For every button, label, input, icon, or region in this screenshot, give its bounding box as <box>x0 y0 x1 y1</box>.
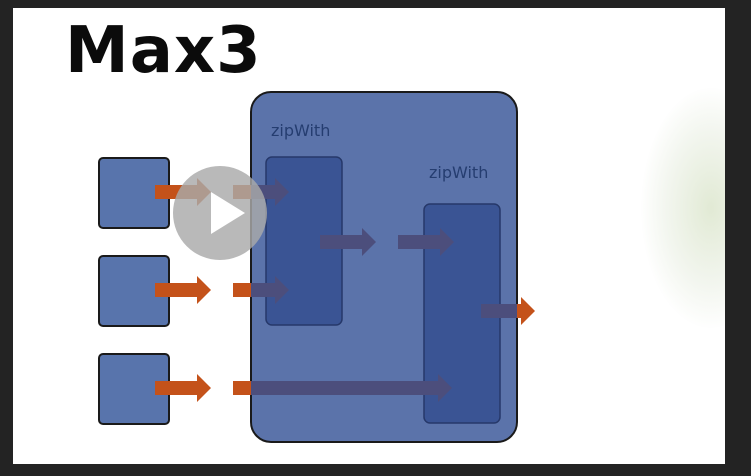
orange-arrow-2 <box>155 276 211 304</box>
outer-zipwith-label: zipWith <box>271 121 330 140</box>
muted-arrow-mid-a <box>320 228 376 256</box>
orange-stub-2 <box>233 283 251 297</box>
play-button[interactable] <box>173 166 267 260</box>
play-icon <box>211 192 245 234</box>
inner-zipwith-label: zipWith <box>429 163 488 182</box>
slide-canvas: Max3 zipWith zipWith <box>13 8 725 464</box>
orange-arrow-3 <box>155 374 211 402</box>
slide-title: Max3 <box>65 14 262 88</box>
output-arrow <box>517 297 535 325</box>
muted-arrow-2 <box>251 276 289 304</box>
max3-diagram: zipWith zipWith <box>98 91 535 443</box>
output-arrow-inner <box>481 304 517 318</box>
muted-arrow-3 <box>251 374 452 402</box>
orange-stub-3 <box>233 381 251 395</box>
muted-arrow-mid-b <box>398 228 454 256</box>
